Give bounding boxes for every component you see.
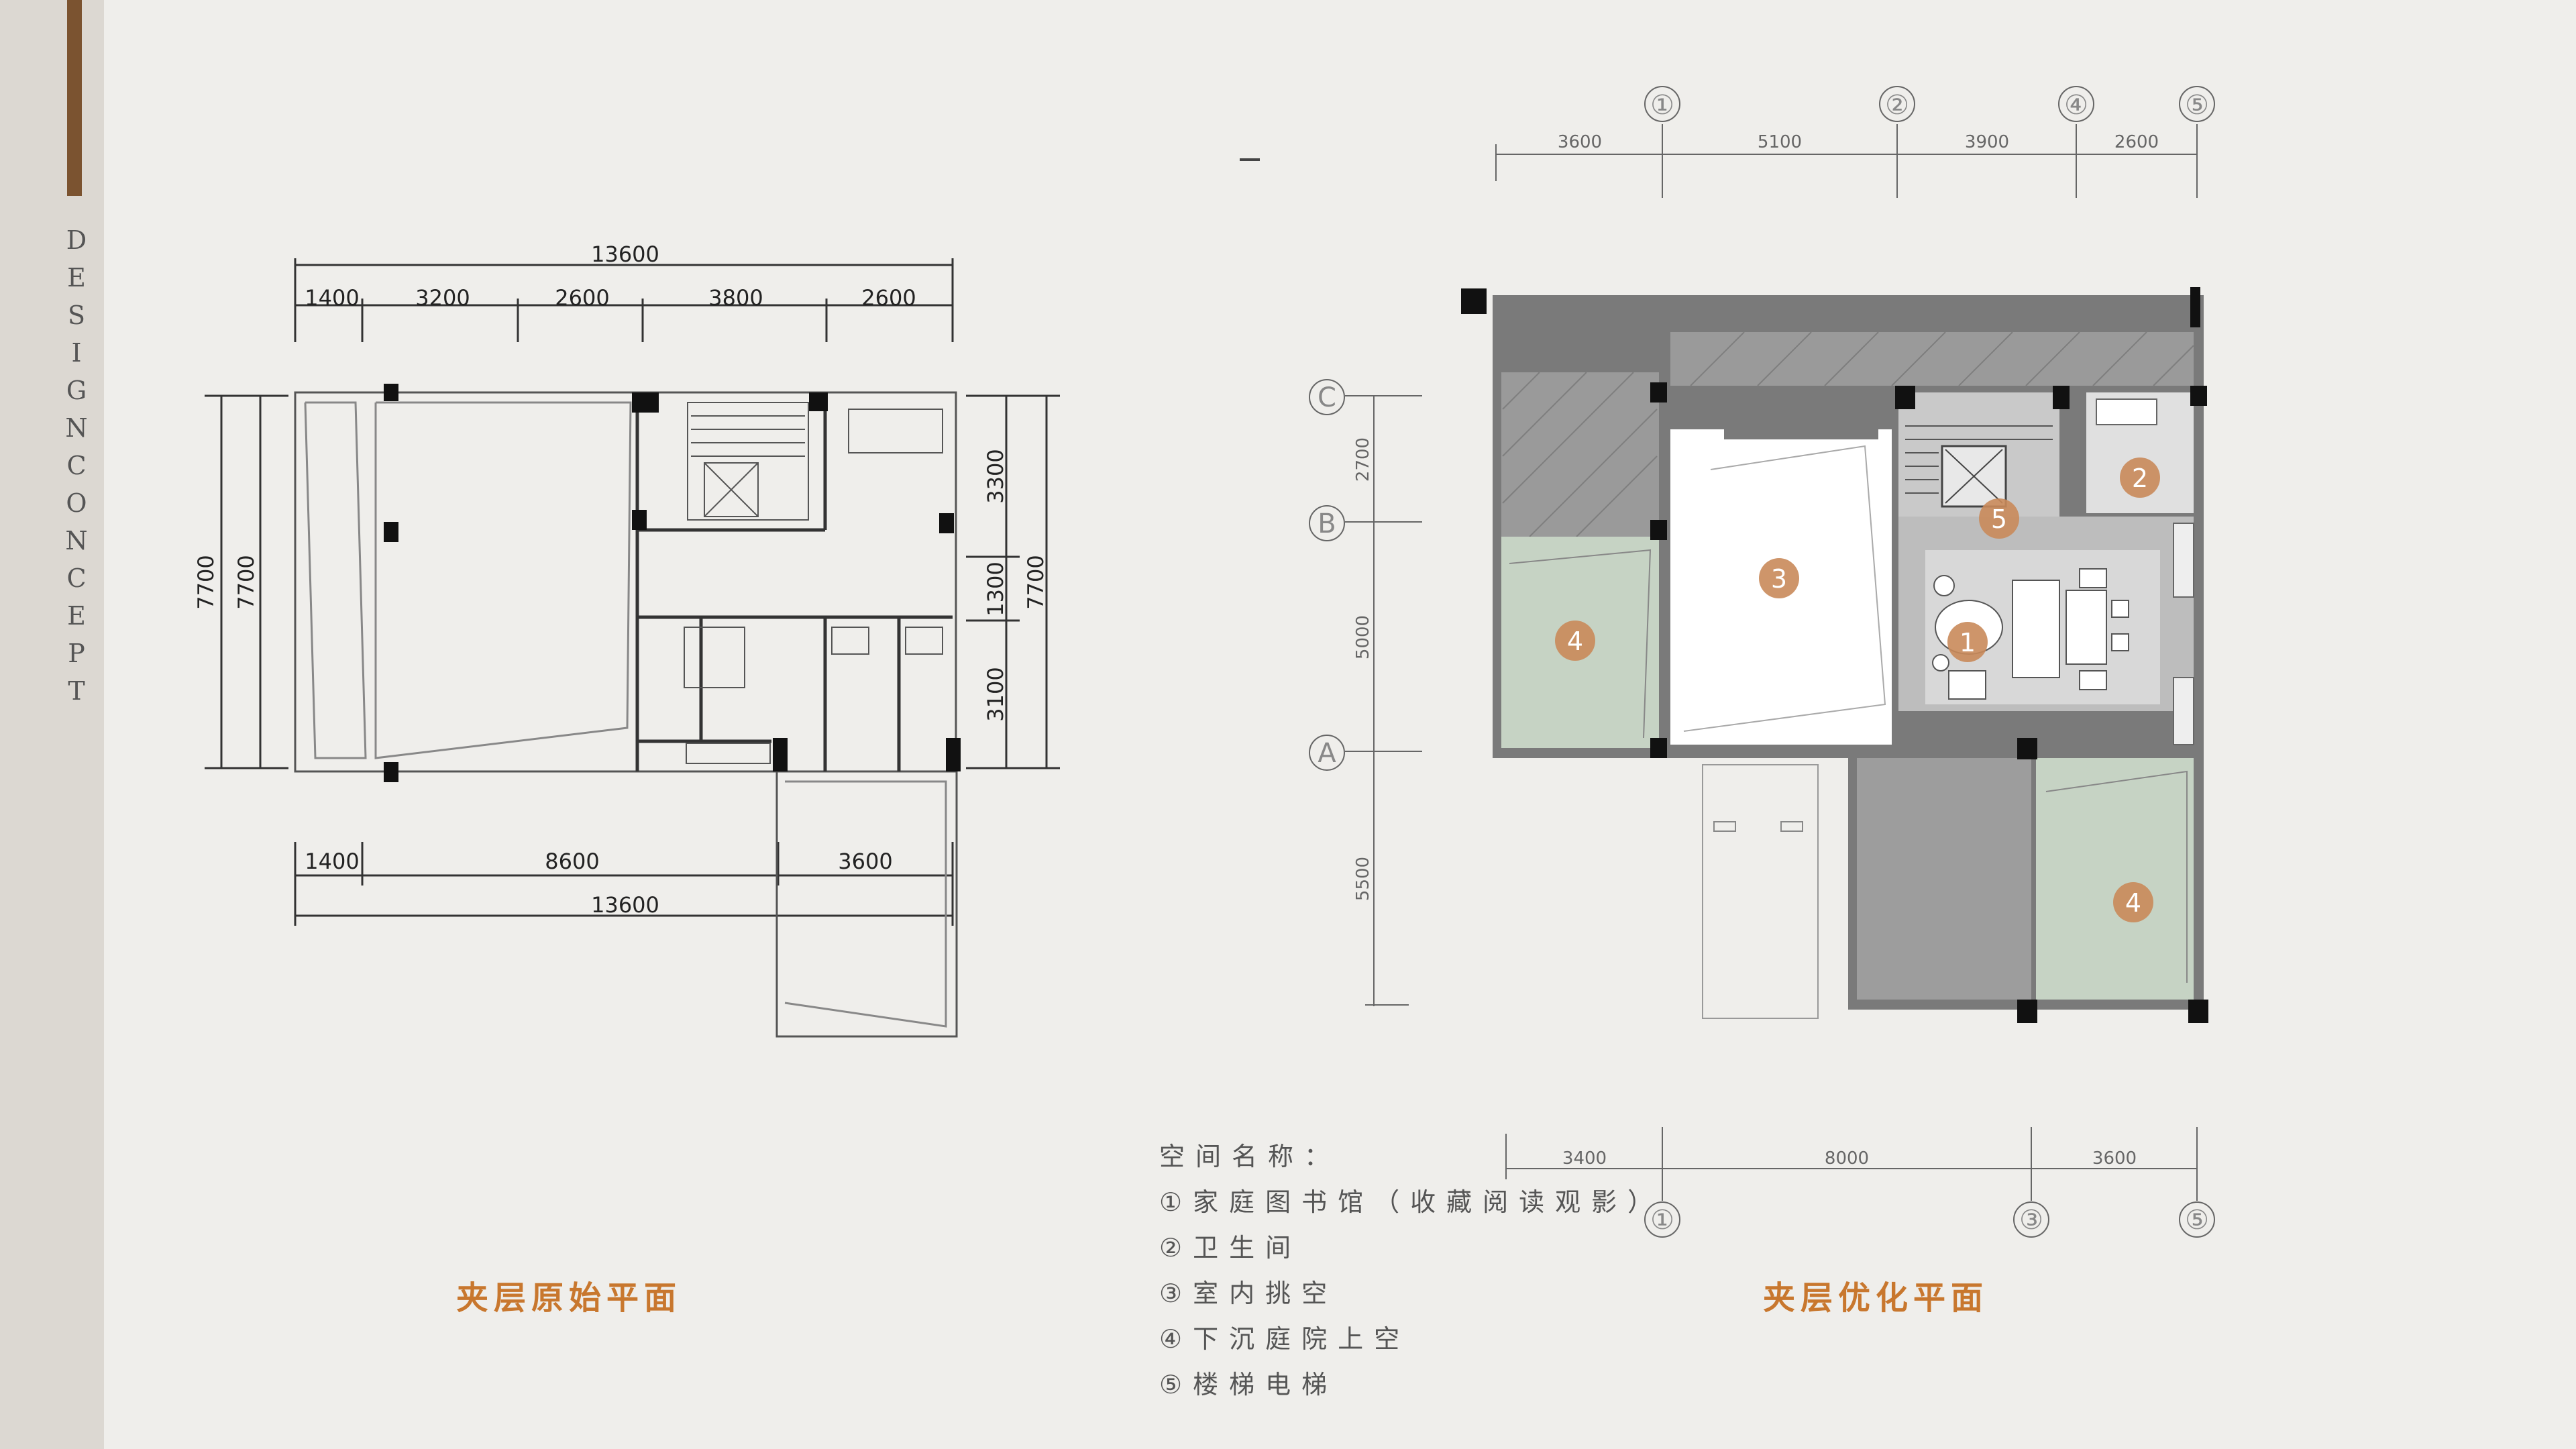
dim-top-2: 3200 [415,285,470,311]
dim-left-1: 7700 [193,555,219,609]
r-dim-top-1: 3600 [1558,132,1602,152]
r-dim-left-3: 5500 [1353,857,1373,901]
marker-1: 1 [1960,628,1976,657]
marker-5: 5 [1991,504,2007,534]
legend-item-4: ④下沉庭院上空 [1159,1324,1411,1354]
original-plan-title: 夹层原始平面 [456,1279,682,1317]
vertical-letter: N [65,413,88,443]
axis-top-1: ① [1650,90,1674,121]
vertical-letter: I [71,338,82,368]
dim-top-4: 3800 [708,285,763,311]
r-dim-bottom-2: 8000 [1825,1148,1869,1169]
vertical-letter: E [67,601,86,631]
r-dim-top-2: 5100 [1758,132,1802,152]
dim-top-5: 2600 [861,285,916,311]
legend-item-5: ⑤楼梯电梯 [1159,1370,1338,1399]
r-dim-bottom-3: 3600 [2092,1148,2137,1169]
dash-mark [1240,158,1260,161]
r-dim-top-3: 3900 [1965,132,2009,152]
vertical-letter: D [66,225,87,255]
r-dim-top-4: 2600 [2114,132,2159,152]
dim-right-3: 3100 [983,667,1008,721]
r-dim-left-2: 5000 [1353,615,1373,659]
axis-bottom-5: ⑤ [2185,1205,2209,1236]
left-strip [0,0,104,1449]
vertical-letter: O [66,488,87,518]
vertical-letter: C [66,451,87,480]
marker-3: 3 [1771,564,1787,594]
r-dim-left-1: 2700 [1353,437,1373,482]
axis-left-c: C [1318,382,1336,413]
accent-bar [67,0,82,196]
marker-4b: 4 [2125,888,2141,918]
legend-heading: 空间名称： [1159,1142,1341,1171]
vertical-letter: S [67,301,86,330]
dim-bottom-2: 8600 [545,849,599,874]
dim-top-total: 13600 [591,241,659,267]
marker-4a: 4 [1567,627,1583,656]
dim-right-2: 1300 [983,561,1008,616]
vertical-letter: N [65,526,88,555]
dim-right-1: 3300 [983,449,1008,503]
axis-top-2: ② [1885,90,1909,121]
axis-left-a: A [1318,738,1336,769]
vertical-letter: T [68,676,85,706]
vertical-letter: P [68,639,85,668]
vertical-letter: E [67,263,86,292]
axis-top-4: ④ [2064,90,2088,121]
r-dim-bottom-1: 3400 [1562,1148,1607,1169]
axis-top-5: ⑤ [2185,90,2209,121]
vertical-letter: C [66,564,87,593]
dim-bottom-total: 13600 [591,892,659,918]
legend-item-1: ①家庭图书馆（收藏阅读观影） [1159,1187,1664,1217]
legend-item-3: ③室内挑空 [1159,1279,1338,1308]
axis-left-b: B [1318,508,1336,539]
optimized-plan-title: 夹层优化平面 [1763,1279,1989,1317]
dim-top-1: 1400 [305,285,359,311]
axis-bottom-3: ③ [2019,1205,2043,1236]
dim-right-total: 7700 [1023,555,1049,609]
dim-bottom-3: 3600 [838,849,892,874]
dim-bottom-1: 1400 [305,849,359,874]
dim-left-2: 7700 [233,555,259,609]
vertical-letter: G [66,376,87,405]
space-legend: 空间名称： ①家庭图书馆（收藏阅读观影） ②卫生间 ③室内挑空 ④下沉庭院上空 … [1159,1134,1664,1407]
legend-item-2: ②卫生间 [1159,1233,1302,1263]
dim-top-3: 2600 [555,285,609,311]
axis-bottom-1: ① [1650,1205,1674,1236]
marker-2: 2 [2132,464,2148,493]
